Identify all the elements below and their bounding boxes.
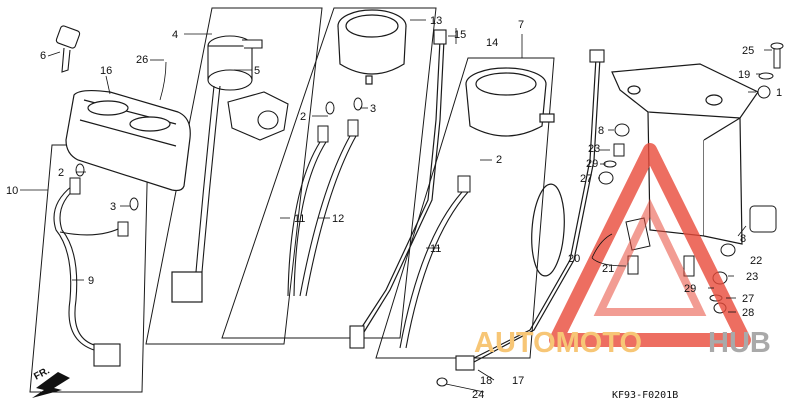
tachometer-7 [465, 67, 555, 137]
callout-11a: 11 [294, 213, 305, 225]
callout-9: 9 [88, 275, 94, 287]
panel-7-tachometer [375, 57, 555, 359]
ignition-connector [171, 271, 203, 303]
washer-24 [436, 377, 448, 387]
callout-6: 6 [40, 50, 46, 62]
callout-labels: 6 26 16 4 5 2 3 13 15 14 7 2 3 10 9 11 1… [6, 15, 782, 401]
callout-7: 7 [518, 19, 524, 31]
callout-4: 4 [172, 29, 178, 41]
callout-15: 15 [454, 29, 466, 41]
callout-28: 28 [742, 307, 754, 319]
leads-11-12 [287, 135, 357, 297]
panel-meters [221, 7, 437, 339]
tacho-leads [399, 191, 469, 349]
panel-4-ignition [145, 7, 323, 345]
leader-lines [20, 19, 772, 393]
callout-3a: 3 [370, 103, 376, 115]
callout-16: 16 [100, 65, 112, 77]
callout-20: 20 [568, 253, 580, 265]
diagram-code: KF93-F0201B [612, 390, 678, 401]
meter-cover-16 [65, 89, 191, 192]
callout-13: 13 [430, 15, 442, 27]
ignition-switch-5 [207, 35, 263, 91]
callout-26: 26 [136, 54, 148, 66]
key-6 [55, 25, 81, 73]
callout-12: 12 [332, 213, 344, 225]
speedometer-13 [337, 9, 407, 85]
speedo-cable [359, 39, 445, 333]
callout-23a: 23 [588, 143, 600, 155]
callout-5: 5 [254, 65, 260, 77]
watermark-logo [549, 143, 751, 347]
callout-2a: 2 [300, 111, 306, 123]
callout-2b: 2 [58, 167, 64, 179]
panel-10-left [29, 144, 149, 393]
cable-end-top [433, 29, 447, 45]
harness-connector [93, 343, 121, 367]
callout-17: 17 [512, 375, 524, 387]
watermark-text-part2: HUB [708, 327, 771, 359]
bulb-sockets-mid [317, 97, 363, 143]
front-direction-arrow [32, 372, 70, 398]
meter-bracket-1 [611, 63, 759, 245]
panel-outlines [29, 7, 555, 393]
callout-8b: 8 [740, 233, 746, 245]
ignition-harness [195, 85, 221, 273]
cable-end-bottom [349, 325, 365, 349]
callout-24: 24 [472, 389, 484, 401]
callout-27b: 27 [742, 293, 754, 305]
tacho-cable-top [589, 49, 605, 63]
callout-21: 21 [602, 263, 614, 275]
watermark-text-part1: AUTOMOTO [474, 327, 642, 359]
bulb-sockets-left [69, 163, 139, 237]
tacho-cable [469, 57, 601, 363]
callout-29b: 29 [684, 283, 696, 295]
callout-22: 22 [750, 255, 762, 267]
callout-1: 1 [776, 87, 782, 99]
callout-23b: 23 [746, 271, 758, 283]
callout-8a: 8 [598, 125, 604, 137]
callout-2c: 2 [496, 154, 502, 166]
ignition-cover [227, 91, 289, 141]
callout-27a: 27 [580, 173, 592, 185]
callout-19: 19 [738, 69, 750, 81]
callout-14: 14 [486, 37, 498, 49]
tacho-cable-nut [455, 355, 475, 371]
callout-11b: 11 [430, 243, 441, 255]
callout-29a: 29 [586, 158, 598, 170]
callout-3b: 3 [110, 201, 116, 213]
callout-10: 10 [6, 185, 18, 197]
callout-25: 25 [742, 45, 754, 57]
tacho-socket [457, 175, 471, 193]
callout-18: 18 [480, 375, 492, 387]
